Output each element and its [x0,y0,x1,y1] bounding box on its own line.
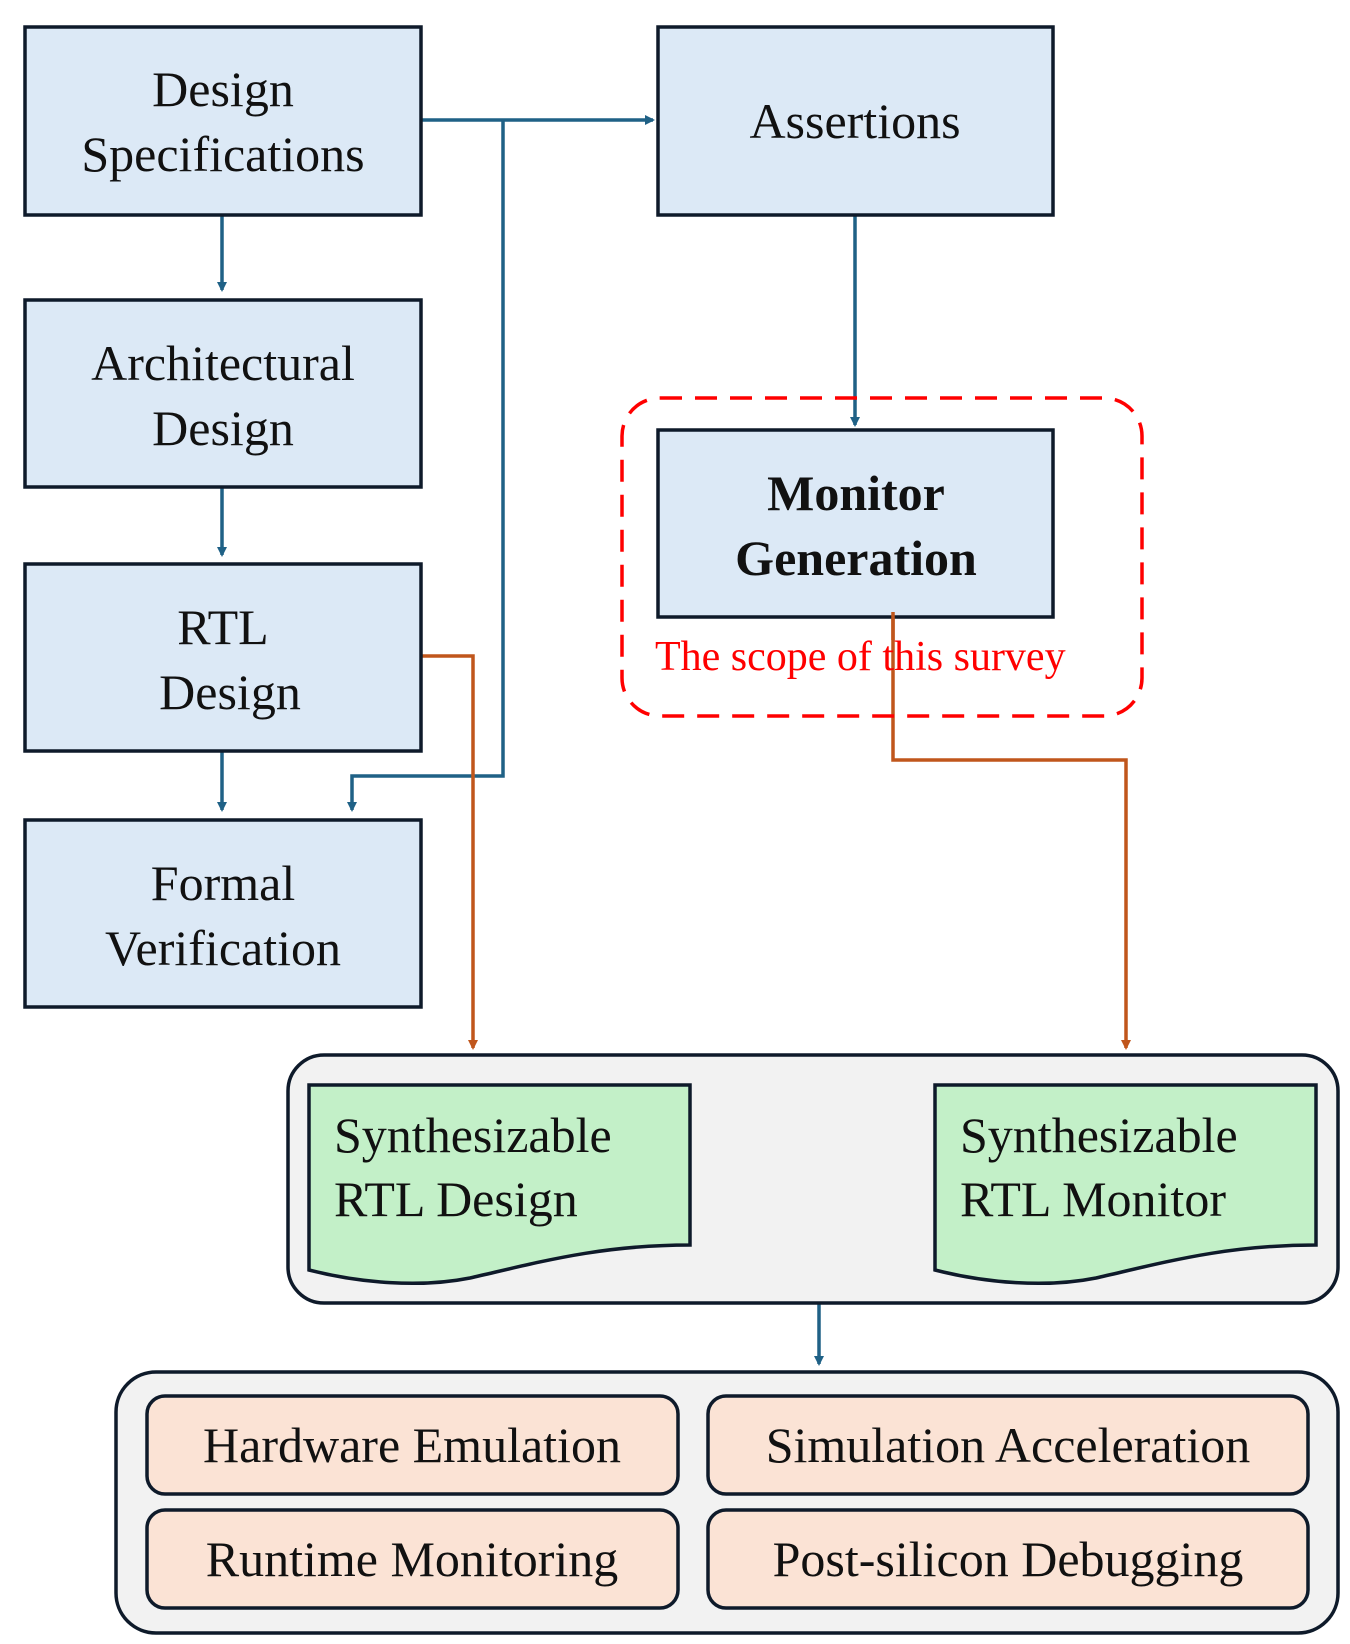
design-specifications-line-2: Specifications [81,126,364,182]
synth-rtl-monitor-line-1: Synthesizable [960,1107,1238,1163]
synth-rtl-design-line-2: RTL Design [334,1171,578,1227]
formal-verification-line-2: Verification [105,920,341,976]
rtl-design-line-2: Design [159,664,301,720]
synth-rtl-design-line-1: Synthesizable [334,1107,612,1163]
assertions-label: Assertions [749,93,960,149]
app-runtime-monitoring-label: Runtime Monitoring [206,1531,619,1587]
app-simulation-acceleration: Simulation Acceleration [706,1394,1310,1496]
node-monitor-generation: Monitor Generation [656,428,1055,619]
synth-rtl-monitor-line-2: RTL Monitor [960,1171,1226,1227]
app-hardware-emulation: Hardware Emulation [145,1394,680,1496]
connectors [217,115,1131,1366]
doc-synthesizable-rtl-monitor: Synthesizable RTL Monitor [933,1083,1318,1286]
node-formal-verification: Formal Verification [23,818,423,1009]
survey-scope-label: The scope of this survey [655,634,1066,680]
arrow-monitor-to-synth-monitor [891,612,1131,1050]
app-simulation-acceleration-label: Simulation Acceleration [766,1417,1251,1473]
node-rtl-design: RTL Design [23,562,423,753]
rtl-design-line-1: RTL [177,599,268,655]
formal-verification-line-1: Formal [151,855,295,911]
survey-scope-outline [620,396,1144,718]
node-design-specifications: Design Specifications [23,25,423,217]
app-hardware-emulation-label: Hardware Emulation [203,1417,621,1473]
app-runtime-monitoring: Runtime Monitoring [145,1508,680,1610]
architectural-design-line-1: Architectural [91,335,355,391]
monitor-generation-line-1: Monitor [767,465,945,521]
node-architectural-design: Architectural Design [23,298,423,489]
arrow-rtl-to-synth-design [421,654,478,1050]
node-assertions: Assertions [656,25,1055,217]
arrow-spec-to-formal [347,120,505,812]
app-post-silicon-debugging-label: Post-silicon Debugging [773,1531,1244,1587]
architectural-design-line-2: Design [152,400,294,456]
monitor-generation-line-2: Generation [735,530,977,586]
app-post-silicon-debugging: Post-silicon Debugging [706,1508,1310,1610]
doc-synthesizable-rtl-design: Synthesizable RTL Design [307,1083,692,1286]
design-specifications-line-1: Design [152,61,294,117]
